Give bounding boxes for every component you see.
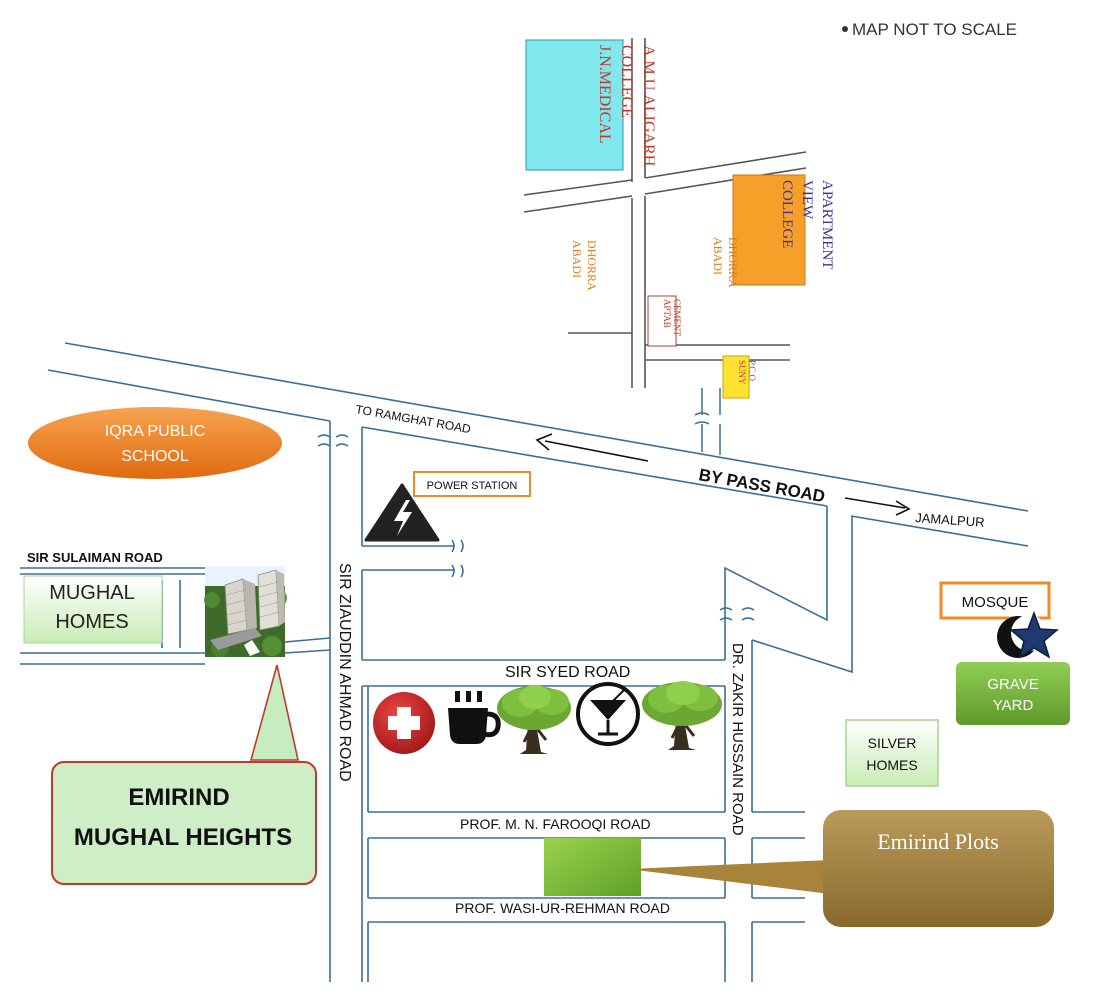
plots-pointer [628,860,830,894]
tree-icon [497,685,571,754]
abadi-right-line-1: ABADI [711,237,725,275]
college-view-line-3: APARTMENT [819,180,835,269]
college-view-line-2: VIEW [799,180,815,220]
emirind-heights-line-1: EMIRIND [128,784,229,811]
abadi-dhorra-left: ABADI DHORRA [570,240,599,291]
crescent-star-icon [997,610,1059,659]
mosque-label: MOSQUE [962,594,1029,611]
power-station-label: POWER STATION [427,480,518,492]
emirind-heights-line-2: MUGHAL HEIGHTS [74,824,292,851]
heights-pointer [249,664,299,761]
coffee-icon [448,691,501,744]
dr-zakir-hussain-road-label: DR. ZAKIR HUSSAIN ROAD [729,643,746,836]
silver-homes-line-1: SILVER [868,735,917,751]
wasi-road-label: PROF. WASI-UR-REHMAN ROAD [455,900,670,916]
aptab-line-1: APTAB [662,299,672,328]
tree-icon [642,681,722,750]
suny-line-2: P.C.O [747,360,757,382]
mosque: MOSQUE [939,581,1059,659]
power-station: POWER STATION [364,471,531,542]
grave-yard: GRAVE YARD [956,662,1070,725]
jn-medical-line-3: A.M.U.ALIGARH [640,45,657,167]
grave-yard-line-1: GRAVE [987,676,1038,693]
iqra-line-1: IQRA PUBLIC [105,423,205,440]
emirind-plots-label: Emirind Plots [877,829,999,854]
hospital-icon [373,692,435,754]
jamalpur-label: JAMALPUR [915,510,985,530]
mughal-homes-line-2: HOMES [55,611,128,633]
mughal-homes: MUGHAL HOMES [23,575,163,644]
sir-syed-road-label: SIR SYED ROAD [505,664,630,681]
road-break-marks [317,388,755,621]
abadi-left-line-2: DHORRA [585,240,599,291]
jn-medical-college: J.N.MEDICAL COLLEGE A.M.U.ALIGARH [525,39,657,171]
iqra-line-2: SCHOOL [121,448,189,465]
emirind-plots-site [544,838,641,896]
mughal-homes-line-1: MUGHAL [49,582,135,604]
amenity-icons [373,681,722,754]
grave-yard-line-2: YARD [993,697,1034,714]
aptab-line-2: CEMENT [672,299,682,337]
iqra-public-school: IQRA PUBLIC SCHOOL [28,407,282,479]
power-warning-icon [364,483,440,542]
emirind-plots-callout: Emirind Plots [823,810,1054,927]
sir-ziauddin-road-label: SIR ZIAUDDIN AHMAD ROAD [336,563,353,782]
cocktail-icon [576,682,640,746]
abadi-right-line-2: DHORRA [726,237,740,288]
silver-homes-line-2: HOMES [866,757,917,773]
to-ramghat-road-label: TO RAMGHAT ROAD [354,402,472,436]
emirind-mughal-heights: EMIRIND MUGHAL HEIGHTS [51,761,317,885]
suny-pco: SUNY P.C.O [722,355,757,399]
college-view-line-1: COLLEGE [779,180,795,248]
suny-line-1: SUNY [737,360,747,385]
college-view-apartment: COLLEGE VIEW APARTMENT [732,174,835,286]
main-road-network [20,342,1029,982]
direction-arrow-jamalpur [844,497,911,516]
farooqi-road-label: PROF. M. N. FAROOQI ROAD [460,816,651,832]
emirind-heights-picture [204,566,287,657]
jn-medical-line-1: J.N.MEDICAL [596,45,613,144]
by-pass-road-label: BY PASS ROAD [697,465,826,506]
scale-note: MAP NOT TO SCALE [852,20,1017,39]
sir-sulaiman-road-label: SIR SULAIMAN ROAD [27,550,163,565]
jn-medical-line-2: COLLEGE [618,45,635,118]
abadi-left-line-1: ABADI [570,240,584,278]
abadi-dhorra-right: ABADI DHORRA [711,237,740,288]
direction-arrow-ramghat [535,433,649,462]
upper-street-network [523,38,807,388]
scale-note-bullet [842,26,848,32]
silver-homes: SILVER HOMES [845,719,939,787]
aptab-cement: APTAB CEMENT [647,295,682,347]
